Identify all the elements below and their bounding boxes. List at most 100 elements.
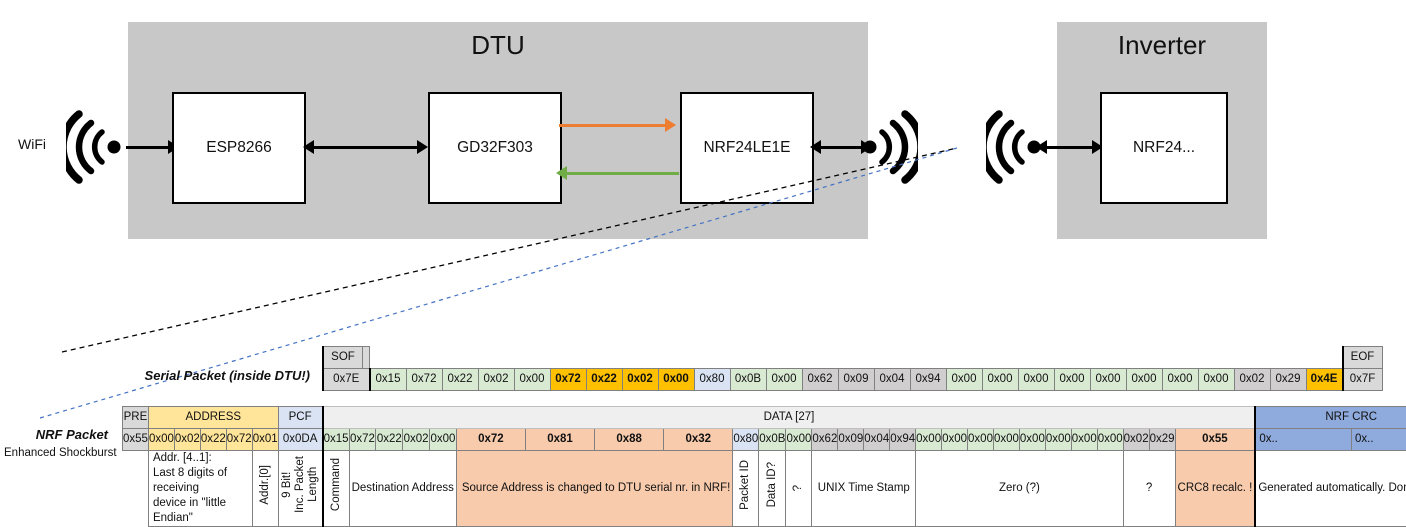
nrf-address-byte-2: 0x22	[200, 429, 226, 451]
nrf-byte-3: 0x02	[403, 429, 430, 451]
nrf-address-byte-0: 0x00	[148, 429, 174, 451]
serial-byte-0: 0x15	[370, 369, 407, 391]
serial-byte-23: 0x00	[1198, 369, 1234, 391]
serial-byte-15: 0x94	[910, 369, 946, 391]
nrf-byte-20: 0x00	[1019, 429, 1045, 451]
desc-zero: Zero (?)	[916, 451, 1124, 527]
serial-packet-value-row: 0x7E 0x15 0x72 0x22 0x02 0x00 0x72 0x22 …	[323, 369, 1382, 391]
serial-byte-22: 0x00	[1162, 369, 1198, 391]
nrf-byte-9: 0x80	[733, 429, 759, 451]
nrf-byte-5: 0x72	[456, 429, 525, 451]
nrf-byte-19: 0x00	[993, 429, 1019, 451]
serial-packet-table: SOF EOF 0x7E 0x15 0x72 0x22 0x02 0x00 0x…	[322, 346, 1383, 391]
desc-unknown-2: ?	[1123, 451, 1175, 527]
serial-byte-25: 0x29	[1270, 369, 1306, 391]
desc-zero-text: Zero (?)	[999, 482, 1040, 494]
nrf-byte-0: 0x15	[323, 429, 349, 451]
nrf-pcf-header: PCF	[278, 407, 323, 429]
nrf-byte-1: 0x72	[349, 429, 376, 451]
desc-nrf-crc-text: Generated automatically. Dont Care!	[1258, 482, 1406, 494]
nrf-byte-15: 0x94	[890, 429, 916, 451]
desc-source-text: Source Address is changed to DTU serial …	[462, 482, 730, 494]
serial-header-blank	[370, 347, 1343, 369]
nrf-address-byte-4: 0x01	[252, 429, 278, 451]
serial-byte-20: 0x00	[1090, 369, 1126, 391]
serial-byte-9: 0x80	[694, 369, 730, 391]
nrf-packet-description-row: Addr. [4..1]: Last 8 digits of receiving…	[123, 451, 1406, 527]
nrf-byte-10: 0x0B	[759, 429, 786, 451]
nrf-data-header: DATA [27]	[323, 407, 1256, 429]
nrf-crc-byte-0: 0x..	[1255, 429, 1351, 451]
nrf-byte-16: 0x00	[916, 429, 942, 451]
desc-crc8: CRC8 recalc. !	[1175, 451, 1255, 527]
nrf-packet-label: NRF Packet	[0, 427, 108, 442]
desc-destination: Destination Address	[349, 451, 456, 527]
serial-packet-label: Serial Packet (inside DTU!)	[0, 368, 310, 383]
serial-byte-2: 0x22	[442, 369, 478, 391]
nrf-pre-header: PRE	[123, 407, 149, 429]
nrf-byte-24: 0x02	[1123, 429, 1149, 451]
desc-addr0: Addr.[0]	[252, 451, 278, 527]
nrf-byte-6: 0x81	[525, 429, 594, 451]
desc-command-text: Command	[330, 458, 343, 511]
desc-nrf-crc: Generated automatically. Dont Care!	[1255, 451, 1406, 527]
serial-byte-16: 0x00	[946, 369, 982, 391]
nrf-byte-21: 0x00	[1045, 429, 1071, 451]
serial-byte-5: 0x72	[550, 369, 586, 391]
serial-byte-26: 0x4E	[1306, 369, 1343, 391]
serial-byte-6: 0x22	[586, 369, 622, 391]
desc-packet-id-text: Packet ID	[739, 460, 752, 510]
serial-byte-21: 0x00	[1126, 369, 1162, 391]
nrf-byte-18: 0x00	[968, 429, 994, 451]
serial-byte-3: 0x02	[478, 369, 514, 391]
desc-pre-blank	[123, 451, 149, 527]
desc-timestamp: UNIX Time Stamp	[812, 451, 916, 527]
desc-address: Addr. [4..1]: Last 8 digits of receiving…	[148, 451, 252, 527]
desc-timestamp-text: UNIX Time Stamp	[818, 482, 910, 494]
serial-packet-header-row: SOF EOF	[323, 347, 1382, 369]
desc-address-text: Addr. [4..1]: Last 8 digits of receiving…	[153, 452, 227, 524]
nrf-packet-header-row: PRE ADDRESS PCF DATA [27] NRF CRC	[123, 407, 1406, 429]
serial-sof-value: 0x7E	[323, 369, 370, 391]
desc-unknown-2-text: ?	[1146, 482, 1152, 494]
nrf-byte-2: 0x22	[376, 429, 403, 451]
nrf-byte-26: 0x55	[1175, 429, 1255, 451]
serial-byte-4: 0x00	[514, 369, 550, 391]
nrf-byte-11: 0x00	[786, 429, 812, 451]
nrf-pre-value: 0x55	[123, 429, 149, 451]
nrf-byte-7: 0x88	[595, 429, 664, 451]
nrf-byte-12: 0x62	[812, 429, 838, 451]
desc-addr0-text: Addr.[0]	[259, 465, 272, 505]
desc-pcf-text: 9 Bit! Inc. Packet Length	[281, 456, 320, 513]
nrf-packet-value-row: 0x55 0x00 0x02 0x22 0x72 0x01 0x0DA 0x15…	[123, 429, 1406, 451]
nrf-crc-byte-1: 0x..	[1352, 429, 1406, 451]
desc-data-id: Data ID?	[759, 451, 786, 527]
nrf-address-byte-1: 0x02	[174, 429, 200, 451]
serial-byte-11: 0x00	[766, 369, 802, 391]
nrf-byte-8: 0x32	[664, 429, 733, 451]
nrf-byte-25: 0x29	[1149, 429, 1175, 451]
serial-byte-10: 0x0B	[730, 369, 766, 391]
nrf-packet-table: PRE ADDRESS PCF DATA [27] NRF CRC 0x55 0…	[122, 406, 1406, 527]
serial-byte-7: 0x02	[622, 369, 658, 391]
desc-source: Source Address is changed to DTU serial …	[456, 451, 732, 527]
serial-byte-1: 0x72	[406, 369, 442, 391]
serial-byte-17: 0x00	[982, 369, 1018, 391]
nrf-crc-header: NRF CRC	[1255, 407, 1406, 429]
nrf-packet-sublabel: Enhanced Shockburst	[4, 447, 120, 459]
nrf-byte-4: 0x00	[430, 429, 457, 451]
desc-destination-text: Destination Address	[352, 482, 454, 494]
nrf-byte-22: 0x00	[1071, 429, 1097, 451]
nrf-pcf-value: 0x0DA	[278, 429, 323, 451]
desc-unknown-1-text: ?	[792, 485, 805, 491]
serial-byte-14: 0x04	[874, 369, 910, 391]
nrf-byte-23: 0x00	[1097, 429, 1123, 451]
serial-eof-header: EOF	[1343, 347, 1383, 369]
desc-crc8-text: CRC8 recalc. !	[1178, 482, 1253, 494]
desc-pcf: 9 Bit! Inc. Packet Length	[278, 451, 323, 527]
nrf-byte-17: 0x00	[942, 429, 968, 451]
serial-sof-header: SOF	[323, 347, 363, 369]
serial-byte-18: 0x00	[1018, 369, 1054, 391]
serial-byte-19: 0x00	[1054, 369, 1090, 391]
desc-data-id-text: Data ID?	[766, 462, 779, 507]
